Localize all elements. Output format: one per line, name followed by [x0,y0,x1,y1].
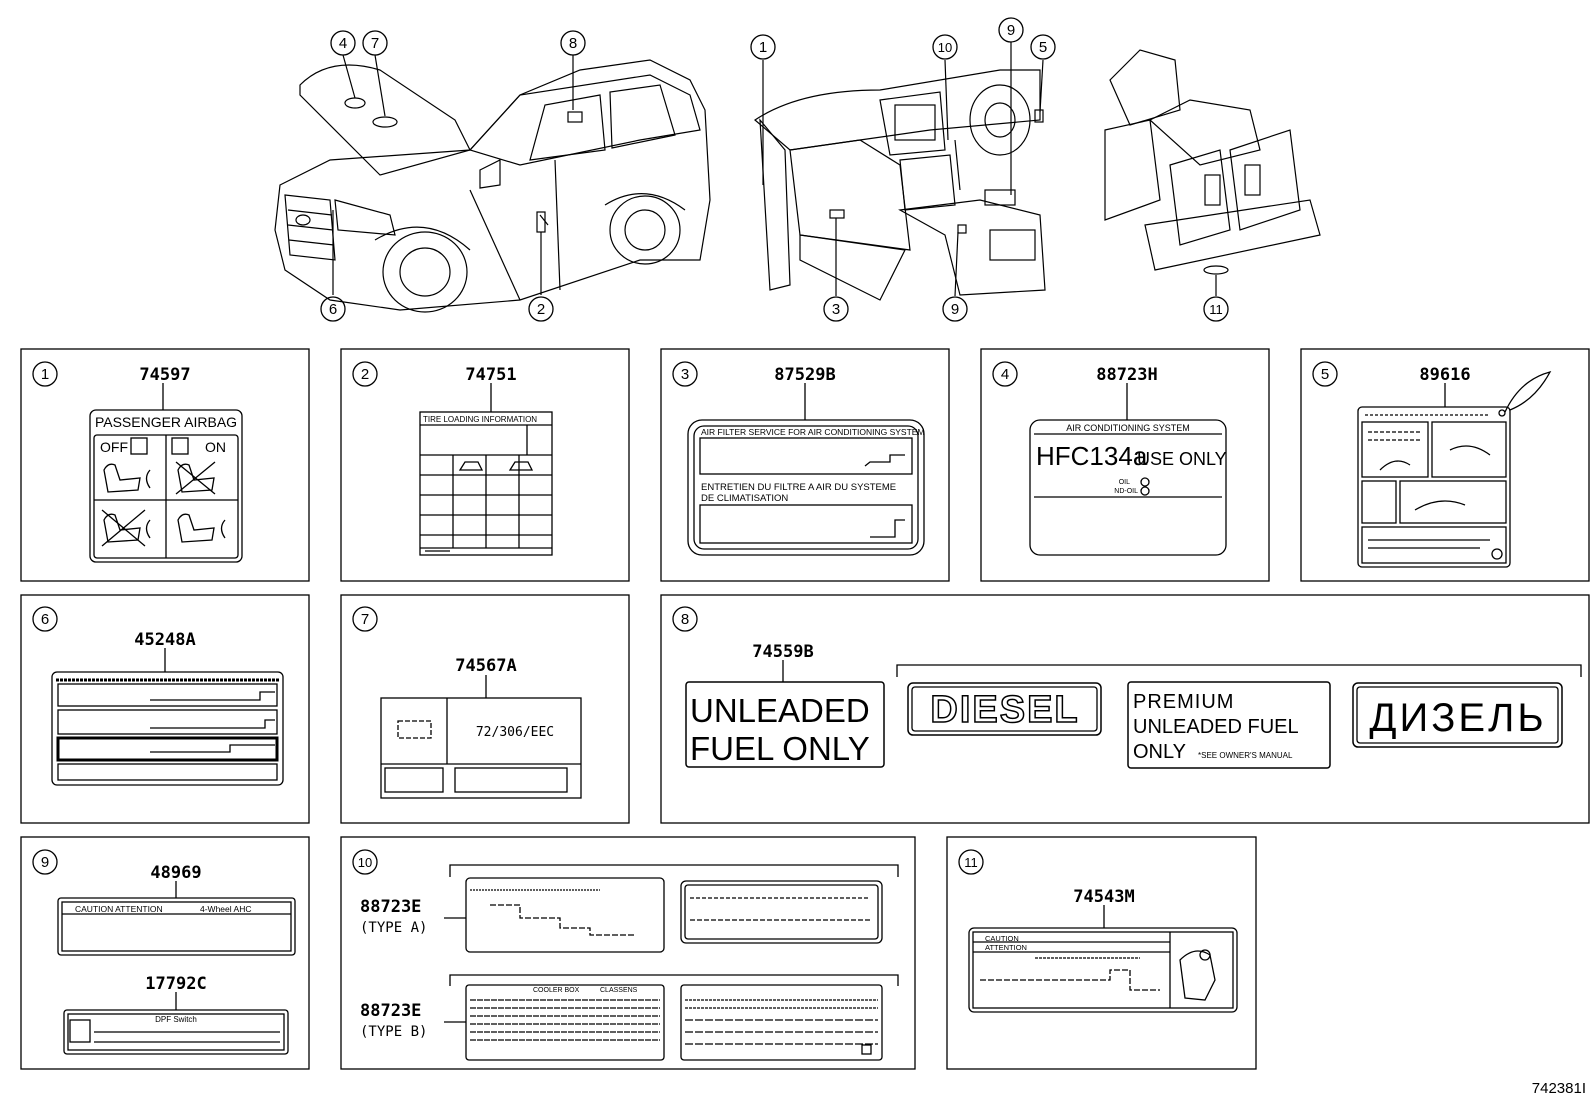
tire-loading-title: TIRE LOADING INFORMATION [423,415,537,424]
passenger-airbag-title: PASSENGER AIRBAG [95,414,237,430]
cooler-box-text: COOLER BOX [533,987,580,994]
part-number-74567A: 74567A [455,656,516,676]
vehicle-exterior-illustration [274,54,711,313]
panel-2-number: 2 [361,366,369,383]
callout-9b-top: 9 [951,301,959,318]
eec-code-text: 72/306/EEC [476,725,554,740]
panel-3-number: 3 [681,366,689,383]
part-number-88723E-b: 88723E [360,1001,421,1021]
panel-3 [660,348,950,582]
type-b-label: (TYPE B) [360,1024,427,1040]
dashboard-illustration [754,42,1046,301]
panel-7 [340,594,630,824]
premium-label-line2: UNLEADED FUEL [1133,716,1299,738]
premium-label-line3: ONLY [1133,741,1186,763]
callout-6-top: 6 [329,301,337,318]
part-number-48969: 48969 [150,863,201,883]
panel-6 [20,594,310,824]
part-number-88723E-a: 88723E [360,897,421,917]
callout-8-top: 8 [569,35,577,52]
diesel-label: DIESEL [930,689,1079,731]
airbag-off-label: OFF [100,439,128,455]
air-filter-service-text: AIR FILTER SERVICE FOR AIR CONDITIONING … [701,427,925,437]
airbag-on-label: ON [205,439,226,455]
panel-5 [1300,348,1590,582]
part-number-88723H: 88723H [1096,365,1157,385]
panel-1 [20,348,310,582]
part-number-74559B: 74559B [752,642,813,662]
panel-9-number: 9 [41,854,49,871]
panel-11 [946,836,1257,1070]
part-number-87529B: 87529B [774,365,835,385]
caution-text-11: CAUTION [985,934,1019,943]
panel-4-number: 4 [1001,366,1009,383]
callout-7-top: 7 [371,35,379,52]
premium-label-line1: PREMIUM [1133,691,1234,713]
part-number-74597: 74597 [139,365,190,385]
callout-4-top: 4 [339,35,347,52]
part-number-74751: 74751 [465,365,516,385]
rear-seats-illustration [1104,49,1321,296]
panel-1-number: 1 [41,366,49,383]
part-number-45248A: 45248A [134,630,195,650]
use-only-text: USE ONLY [1137,449,1227,469]
panel-6-number: 6 [41,611,49,628]
panel-10-number: 10 [358,855,372,870]
nd-oil-text: ND-OIL [1114,488,1138,495]
premium-label-note: *SEE OWNER'S MANUAL [1198,751,1293,760]
cyrillic-diesel-label: ДИЗЕЛЬ [1369,696,1546,740]
callout-2-top: 2 [537,301,545,318]
panel-9 [20,836,310,1070]
callout-9a-top: 9 [1007,22,1015,39]
callout-3-top: 3 [832,301,840,318]
panel-2 [340,348,630,582]
panel-10 [340,836,916,1070]
panel-8 [660,594,1590,824]
part-number-89616: 89616 [1419,365,1470,385]
panel-5-number: 5 [1321,366,1329,383]
hfc134a-text: HFC134a [1036,441,1148,471]
classens-text: CLASSENS [600,987,638,994]
attention-text-11: ATTENTION [985,943,1027,952]
oil-text: OIL [1119,479,1130,486]
caution-attention-text: CAUTION ATTENTION [75,904,163,914]
entretien-text: ENTRETIEN DU FILTRE A AIR DU SYSTEME [701,482,896,493]
callout-10-top: 10 [938,40,952,55]
callout-11-top: 11 [1209,302,1223,317]
type-a-label: (TYPE A) [360,920,427,936]
panel-11-number: 11 [964,855,978,870]
callout-1-top: 1 [759,39,767,56]
part-number-17792C: 17792C [145,974,206,994]
callout-5-top: 5 [1039,39,1047,56]
climatisation-text: DE CLIMATISATION [701,493,788,504]
four-wheel-ahc-text: 4-Wheel AHC [200,904,252,914]
unleaded-label-line1: UNLEADED [690,692,870,729]
top-callouts [320,17,1229,322]
diagram-id: 742381I [1532,1080,1586,1097]
ac-system-header: AIR CONDITIONING SYSTEM [1066,423,1190,433]
part-number-74543M: 74543M [1073,887,1134,907]
panel-4 [980,348,1270,582]
unleaded-label-line2: FUEL ONLY [690,730,870,767]
panel-7-number: 7 [361,611,369,628]
dpf-switch-text: DPF Switch [155,1015,197,1024]
panel-8-number: 8 [681,611,689,628]
